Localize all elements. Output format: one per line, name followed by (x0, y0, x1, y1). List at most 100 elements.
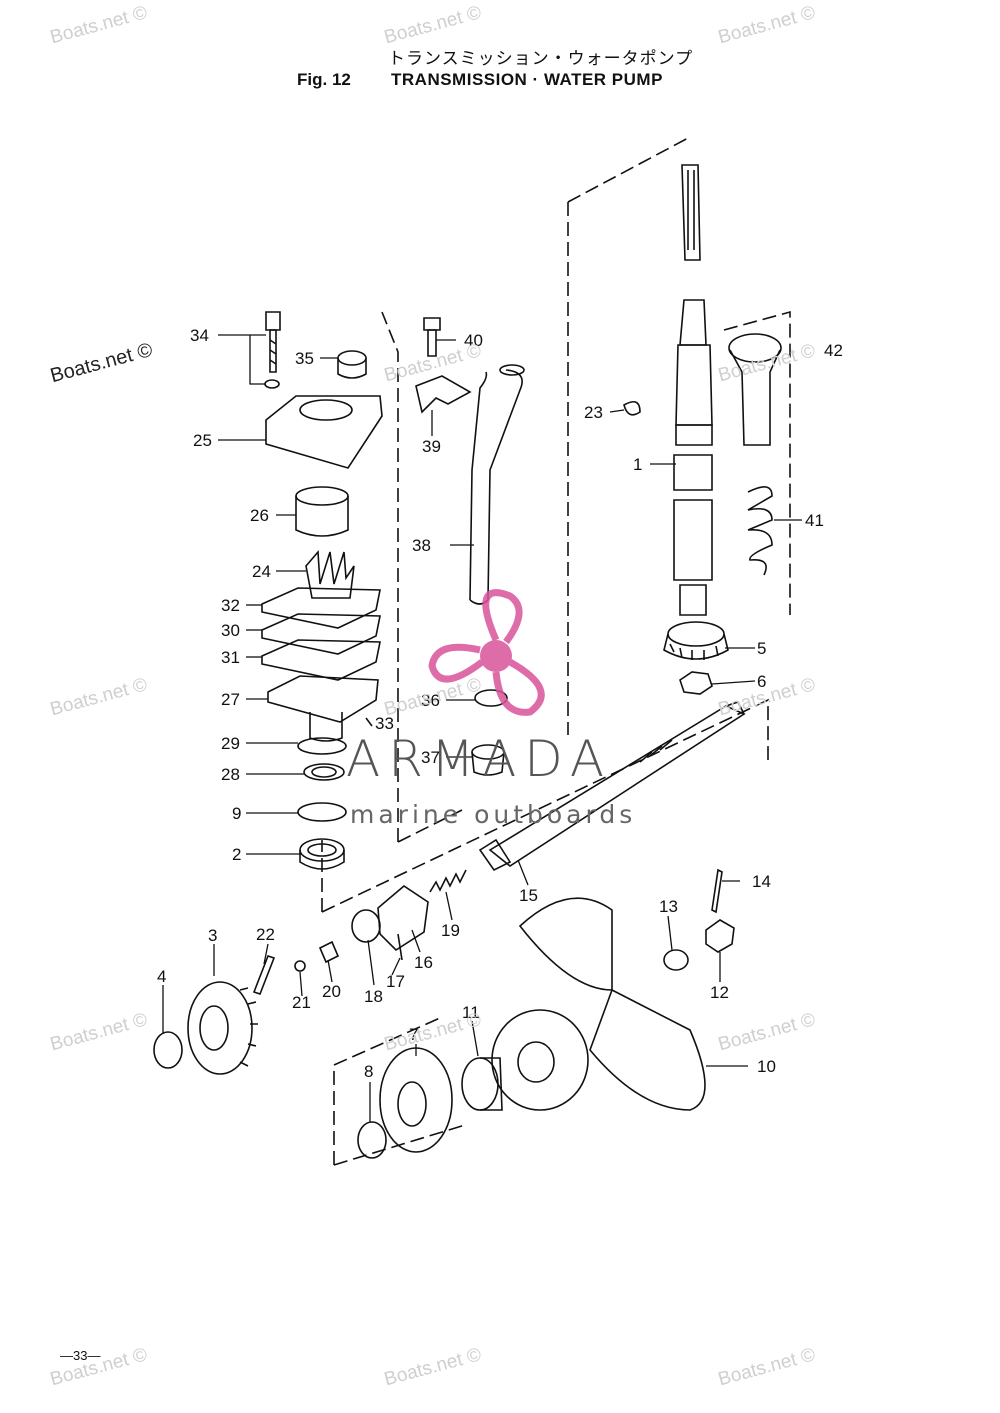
part-label: 38 (412, 536, 431, 555)
group-bracket-sleeve (723, 310, 791, 615)
part-label: 37 (421, 748, 440, 767)
part-forward-gear (379, 1047, 453, 1153)
part-label: 34 (190, 326, 209, 345)
brand-tagline: marine outboards (350, 800, 637, 829)
part-label: 14 (752, 872, 771, 891)
part-label: 10 (757, 1057, 776, 1076)
part-pin-17 (397, 933, 403, 961)
page-number: —33— (60, 1348, 101, 1363)
part-label: 21 (292, 993, 311, 1012)
part-spring-19 (429, 869, 467, 893)
part-impeller (305, 549, 355, 599)
part-label: 11 (462, 1003, 480, 1022)
part-pump-base (267, 675, 379, 742)
part-label: 7 (409, 1025, 418, 1044)
title-japanese: トランスミッション・ウォータポンプ (388, 49, 694, 69)
part-label: 40 (464, 331, 483, 350)
part-thrust-hub (461, 1057, 503, 1111)
part-label: 3 (208, 926, 217, 945)
page-title: TRANSMISSION · WATER PUMP (391, 70, 663, 89)
part-number-labels: 1 2 3 4 5 6 7 8 9 10 11 12 13 14 15 16 1… (157, 326, 843, 1081)
part-sleeve (728, 333, 782, 446)
part-pump-housing (265, 395, 383, 469)
group-bracket-driveshaft (567, 136, 691, 735)
part-reverse-gear (187, 981, 258, 1075)
part-propeller-shaft (478, 701, 746, 872)
part-label: 16 (414, 953, 433, 972)
part-label: 41 (805, 511, 824, 530)
part-pinion-gear (663, 621, 729, 660)
part-cotter-pin-14 (711, 868, 723, 914)
part-label: 18 (364, 987, 383, 1006)
part-gasket-30 (261, 613, 381, 655)
part-label: 22 (256, 925, 275, 944)
part-label: 15 (519, 886, 538, 905)
part-label: 24 (252, 562, 271, 581)
part-label: 13 (659, 897, 678, 916)
leader-lines (162, 334, 802, 1122)
part-label: 19 (441, 921, 460, 940)
part-ball-21 (294, 960, 306, 972)
part-label: 25 (193, 431, 212, 450)
part-label: 26 (250, 506, 269, 525)
part-label: 30 (221, 621, 240, 640)
part-washer-13 (663, 949, 689, 971)
part-drive-shaft (673, 164, 713, 616)
part-label: 28 (221, 765, 240, 784)
part-label: 27 (221, 690, 240, 709)
part-bushing (337, 350, 367, 379)
part-water-tube (469, 369, 523, 605)
part-label: 29 (221, 734, 240, 753)
part-insert-cartridge (295, 486, 349, 537)
part-bolt-40 (423, 317, 441, 357)
part-nut (679, 671, 713, 695)
part-oil-seal-28 (303, 763, 345, 781)
figure-label: Fig. 12 (297, 70, 351, 89)
group-bracket-propshaft (321, 698, 769, 913)
part-label: 42 (824, 341, 843, 360)
part-plate-31 (261, 639, 381, 681)
group-bracket-pump (381, 311, 463, 843)
part-label: 12 (710, 983, 729, 1002)
part-label: 8 (364, 1062, 373, 1081)
part-pin-33 (365, 717, 373, 727)
brand-name: ARMADA (346, 730, 613, 788)
part-pin-22 (252, 955, 276, 995)
part-label: 36 (421, 691, 440, 710)
group-bracket-forward-gear (333, 1017, 466, 1166)
part-plunger-20 (318, 940, 340, 964)
part-label: 32 (221, 596, 240, 615)
part-shim-8 (357, 1121, 387, 1159)
part-label: 9 (232, 804, 241, 823)
part-label: 1 (633, 455, 642, 474)
armada-propeller-logo (428, 589, 545, 716)
part-woodruff-key (623, 400, 641, 416)
part-label: 6 (757, 672, 766, 691)
part-prop-nut-12 (705, 919, 735, 953)
part-label: 23 (584, 403, 603, 422)
part-bracket-39 (415, 375, 472, 414)
part-label: 17 (386, 972, 405, 991)
part-washer-4 (153, 1031, 183, 1069)
part-spring (747, 486, 773, 576)
part-seal-36 (474, 689, 508, 707)
part-label: 39 (422, 437, 441, 456)
part-bearing-2 (299, 838, 345, 870)
part-label: 35 (295, 349, 314, 368)
part-label: 4 (157, 967, 166, 986)
part-label: 31 (221, 648, 240, 667)
part-clutch (377, 885, 429, 952)
part-propeller (491, 897, 706, 1111)
part-bolt (265, 311, 281, 373)
part-label: 5 (757, 639, 766, 658)
part-label: 20 (322, 982, 341, 1001)
part-label: 2 (232, 845, 241, 864)
part-washer (264, 379, 280, 389)
part-ring-18 (351, 909, 381, 943)
part-label: 33 (375, 714, 394, 733)
part-grommet-37 (471, 744, 505, 776)
part-o-ring-9 (297, 802, 347, 822)
part-gasket-32 (261, 587, 381, 629)
part-o-ring-29 (297, 737, 347, 755)
